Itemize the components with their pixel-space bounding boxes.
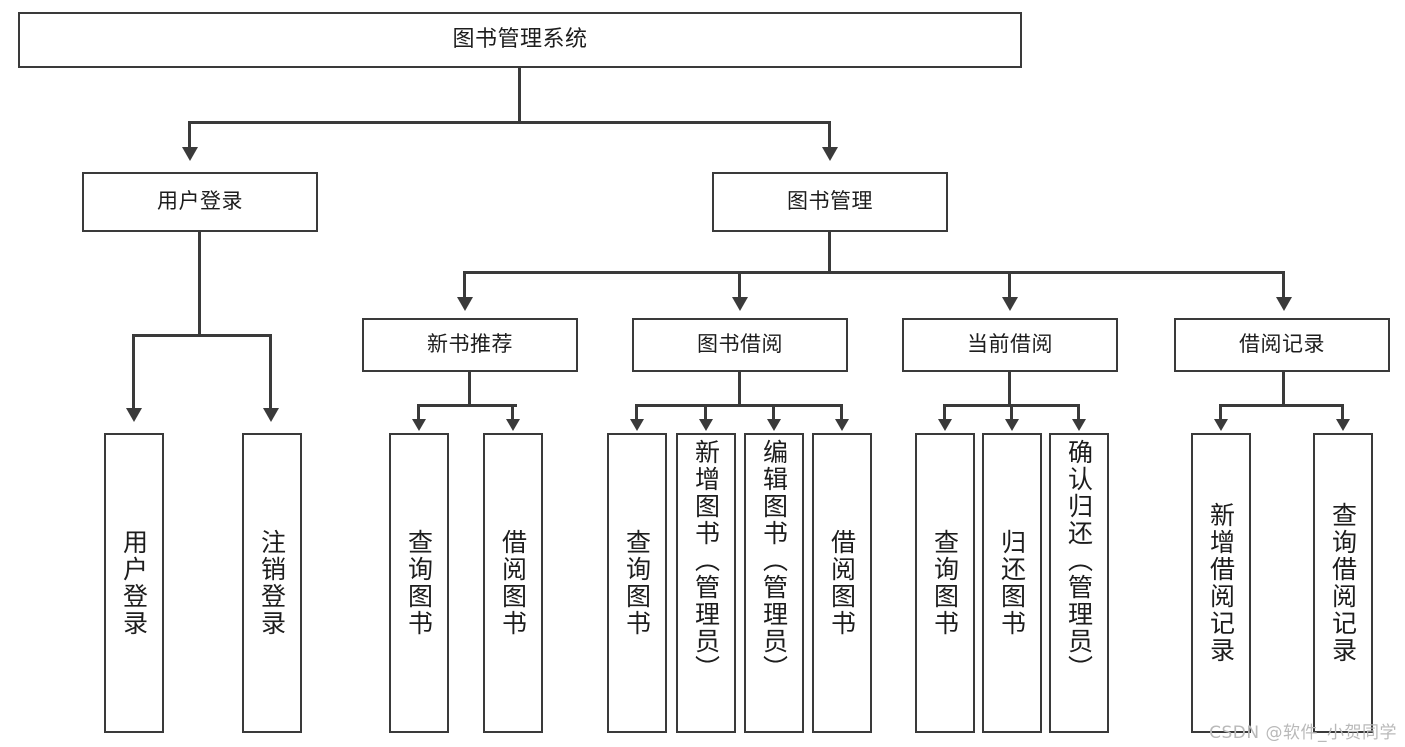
leaf-nb-borrow-book[interactable]: 借阅图书 (483, 433, 543, 733)
arrowhead-new-book (457, 297, 473, 311)
node-label: 注销登录 (257, 529, 287, 637)
leaf-bb-borrow-book[interactable]: 借阅图书 (812, 433, 872, 733)
arrowhead-book-manage (822, 147, 838, 161)
node-label: 借阅图书 (827, 529, 857, 637)
node-root-system[interactable]: 图书管理系统 (18, 12, 1022, 68)
node-user-login[interactable]: 用户登录 (82, 172, 318, 232)
connector-drop-bb-4 (840, 404, 843, 420)
connector-book-manage-bus (463, 271, 1285, 274)
connector-drop-bb-3 (772, 404, 775, 420)
arrowhead-user-login (182, 147, 198, 161)
connector-new-book-bus (417, 404, 517, 407)
arrowhead-current-borrow (1002, 297, 1018, 311)
connector-drop-current-borrow (1008, 271, 1011, 299)
arrowhead-bb-2 (699, 419, 713, 431)
leaf-nb-query-book[interactable]: 查询图书 (389, 433, 449, 733)
connector-book-borrow-stem (738, 372, 741, 406)
node-current-borrow[interactable]: 当前借阅 (902, 318, 1118, 372)
connector-drop-cb-2 (1010, 404, 1013, 420)
connector-drop-nb-1 (417, 404, 420, 420)
node-label: 确认归还（管理员） (1064, 439, 1094, 682)
connector-user-login-stem (198, 232, 201, 337)
leaf-br-add-record[interactable]: 新增借阅记录 (1191, 433, 1251, 733)
arrowhead-cb-2 (1005, 419, 1019, 431)
connector-root-stem (518, 68, 521, 122)
connector-drop-user-login (188, 121, 191, 149)
leaf-bb-add-book-admin[interactable]: 新增图书（管理员） (676, 433, 736, 733)
node-book-borrow[interactable]: 图书借阅 (632, 318, 848, 372)
node-label: 图书管理 (787, 189, 873, 214)
arrowhead-bb-3 (767, 419, 781, 431)
watermark-text: CSDN @软件_小贺同学 (1209, 723, 1397, 743)
leaf-br-query-record[interactable]: 查询借阅记录 (1313, 433, 1373, 733)
connector-borrow-record-bus (1219, 404, 1344, 407)
connector-borrow-record-stem (1282, 372, 1285, 406)
node-label: 查询借阅记录 (1328, 502, 1358, 664)
arrowhead-user-login-1 (126, 408, 142, 422)
connector-root-bus (188, 121, 831, 124)
node-label: 用户登录 (119, 529, 149, 637)
leaf-bb-query-book[interactable]: 查询图书 (607, 433, 667, 733)
leaf-cb-query-book[interactable]: 查询图书 (915, 433, 975, 733)
connector-drop-cb-1 (943, 404, 946, 420)
connector-user-login-bus (132, 334, 272, 337)
arrowhead-br-2 (1336, 419, 1350, 431)
connector-drop-borrow-record (1282, 271, 1285, 299)
connector-drop-nb-2 (511, 404, 514, 420)
node-label: 新增借阅记录 (1206, 502, 1236, 664)
node-label: 查询图书 (404, 529, 434, 637)
node-borrow-record[interactable]: 借阅记录 (1174, 318, 1390, 372)
connector-drop-br-2 (1341, 404, 1344, 420)
arrowhead-bb-4 (835, 419, 849, 431)
arrowhead-borrow-record (1276, 297, 1292, 311)
arrowhead-book-borrow (732, 297, 748, 311)
node-label: 用户登录 (157, 189, 243, 214)
connector-drop-bb-1 (635, 404, 638, 420)
node-label: 新书推荐 (427, 332, 513, 357)
arrowhead-cb-1 (938, 419, 952, 431)
node-label: 查询图书 (930, 529, 960, 637)
arrowhead-user-login-2 (263, 408, 279, 422)
connector-drop-new-book (463, 271, 466, 299)
node-label: 查询图书 (622, 529, 652, 637)
node-new-book-recommend[interactable]: 新书推荐 (362, 318, 578, 372)
leaf-user-login[interactable]: 用户登录 (104, 433, 164, 733)
leaf-cb-return-book[interactable]: 归还图书 (982, 433, 1042, 733)
connector-drop-cb-3 (1077, 404, 1080, 420)
connector-drop-br-1 (1219, 404, 1222, 420)
connector-drop-bb-2 (704, 404, 707, 420)
leaf-logout[interactable]: 注销登录 (242, 433, 302, 733)
connector-drop-book-borrow (738, 271, 741, 299)
connector-new-book-stem (468, 372, 471, 406)
node-label: 当前借阅 (967, 332, 1053, 357)
node-label: 图书管理系统 (452, 26, 588, 52)
leaf-cb-confirm-return-admin[interactable]: 确认归还（管理员） (1049, 433, 1109, 733)
connector-book-manage-stem (828, 232, 831, 274)
node-label: 借阅记录 (1239, 332, 1325, 357)
connector-drop-book-manage (828, 121, 831, 149)
leaf-bb-edit-book-admin[interactable]: 编辑图书（管理员） (744, 433, 804, 733)
node-label: 编辑图书（管理员） (759, 439, 789, 682)
node-label: 新增图书（管理员） (691, 439, 721, 682)
arrowhead-br-1 (1214, 419, 1228, 431)
arrowhead-cb-3 (1072, 419, 1086, 431)
connector-drop-user-login-2 (269, 334, 272, 410)
arrowhead-nb-1 (412, 419, 426, 431)
node-label: 图书借阅 (697, 332, 783, 357)
connector-drop-user-login-1 (132, 334, 135, 410)
connector-book-borrow-bus (635, 404, 843, 407)
node-label: 借阅图书 (498, 529, 528, 637)
connector-current-borrow-stem (1008, 372, 1011, 406)
arrowhead-nb-2 (506, 419, 520, 431)
node-label: 归还图书 (997, 529, 1027, 637)
arrowhead-bb-1 (630, 419, 644, 431)
node-book-manage[interactable]: 图书管理 (712, 172, 948, 232)
